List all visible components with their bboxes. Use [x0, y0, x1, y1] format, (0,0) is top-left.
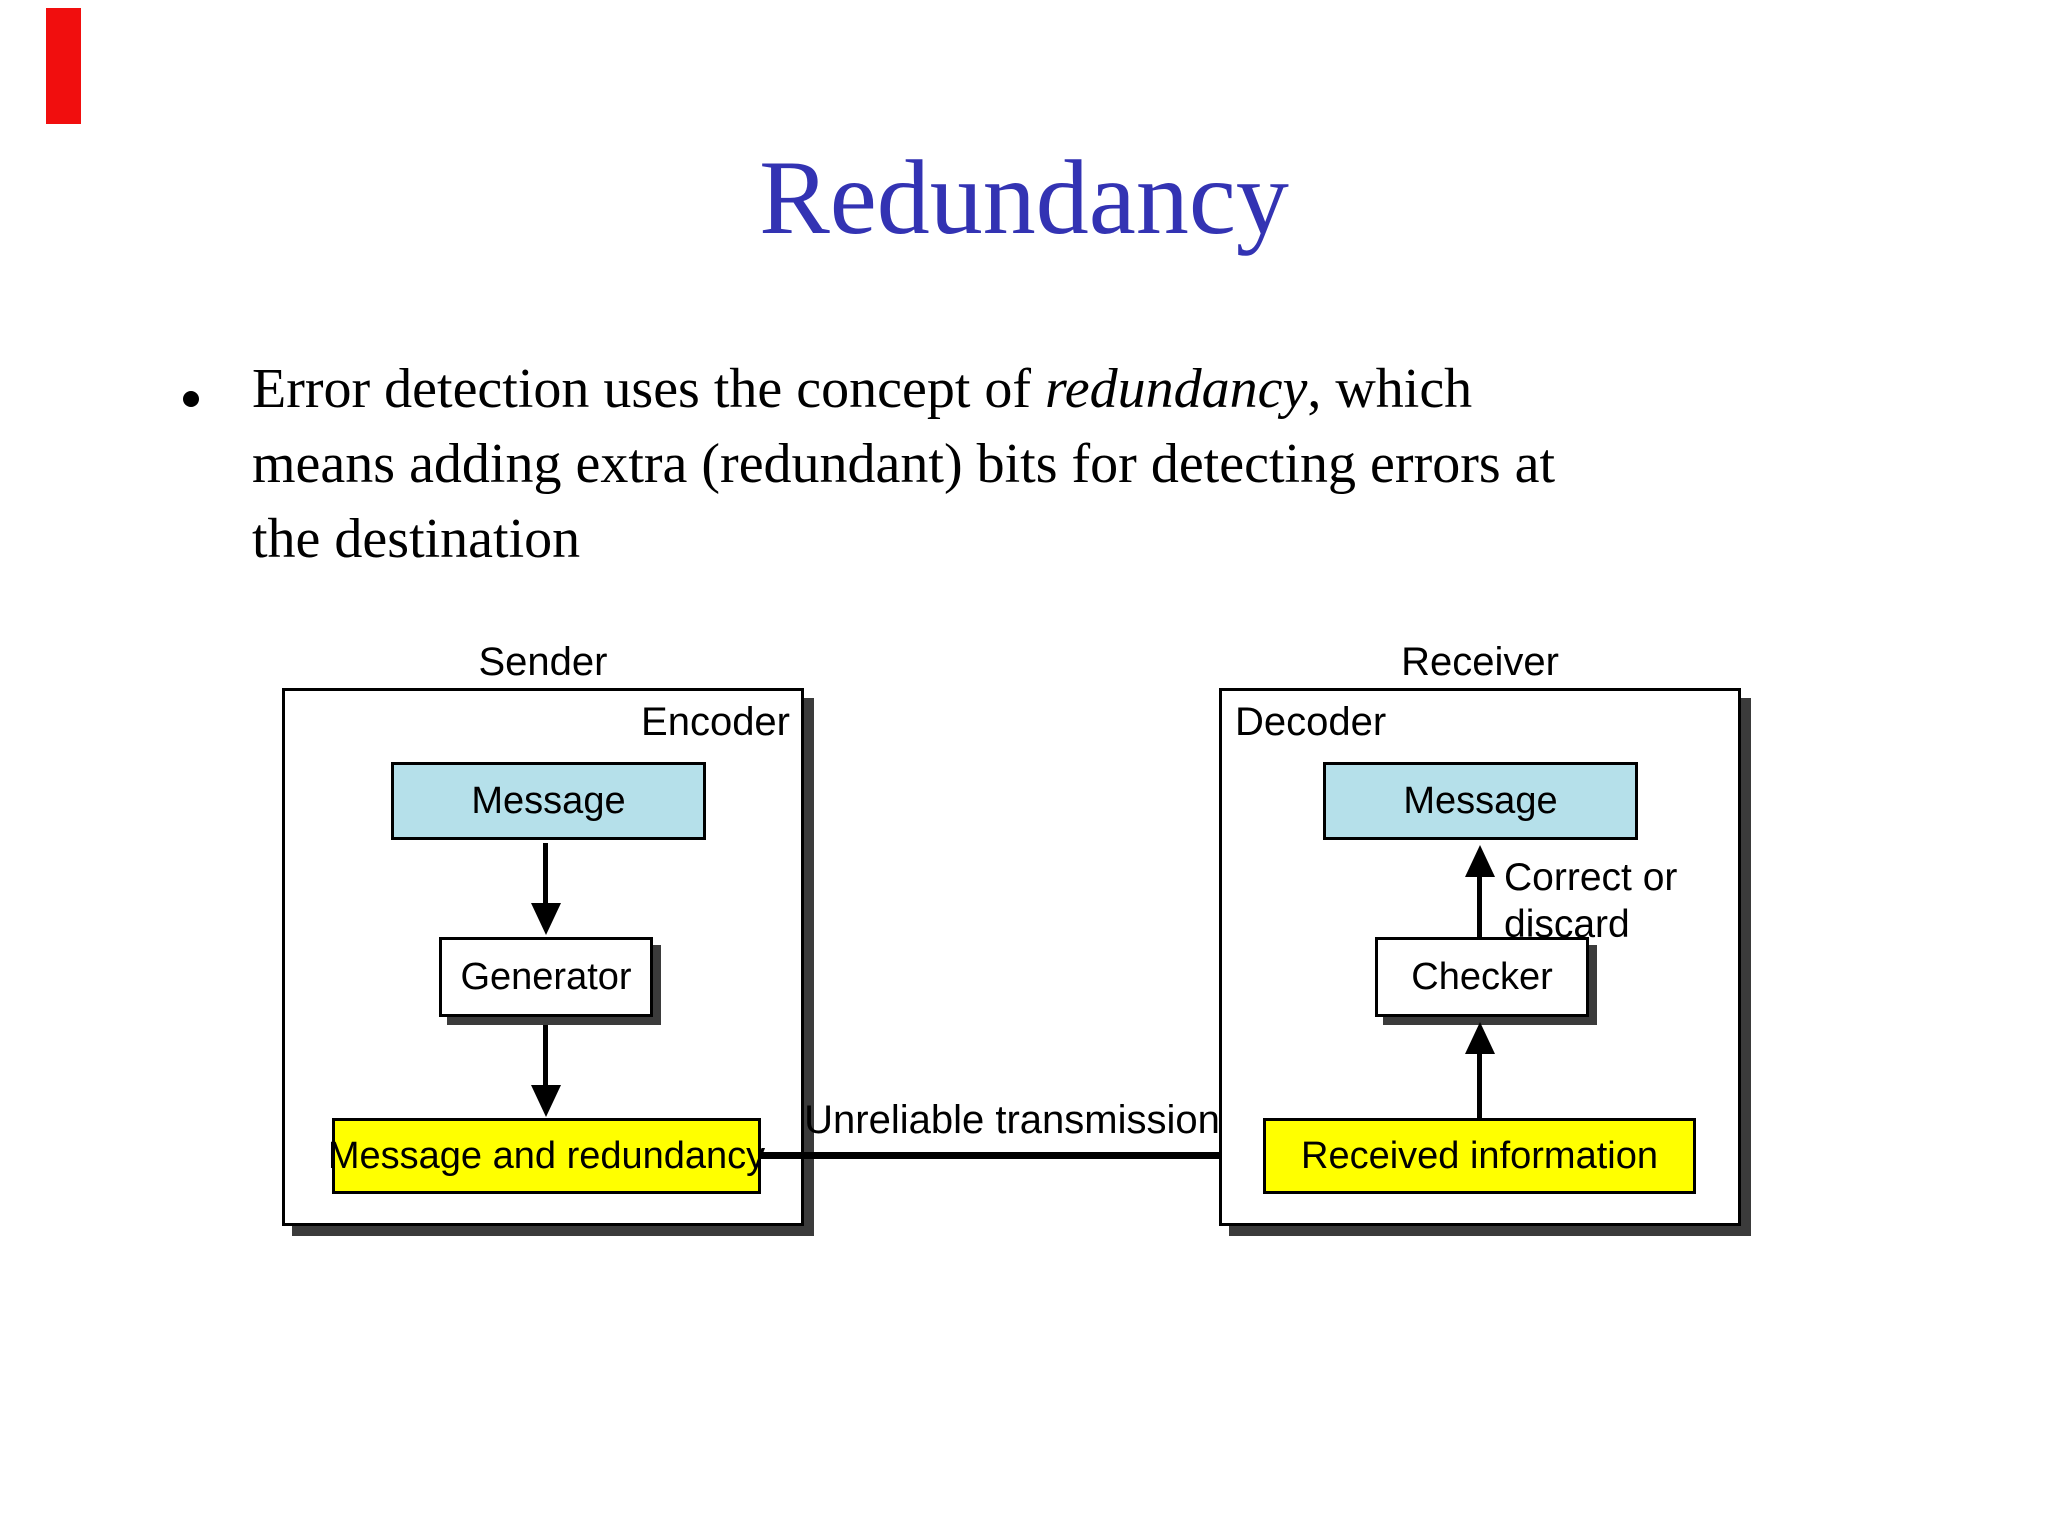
- bullet-dot-icon: [183, 391, 199, 407]
- bullet-line2: means adding extra (redundant) bits for …: [252, 433, 1556, 495]
- arrow-input-to-checker: [1477, 1052, 1482, 1118]
- encoder-label: Encoder: [641, 700, 790, 744]
- bullet-line1-pre: Error detection uses the concept of: [252, 358, 1046, 420]
- sender-output-label: Message and redundancy: [327, 1134, 766, 1177]
- receiver-input-label: Received information: [1301, 1134, 1658, 1177]
- sender-output-box: Message and redundancy: [328, 1118, 765, 1194]
- bullet-line1-italic: redundancy: [1045, 358, 1308, 420]
- bullet-line3: the destination: [252, 508, 581, 570]
- sender-title: Sender: [478, 640, 608, 684]
- decoder-label: Decoder: [1235, 700, 1387, 744]
- receiver-message-box: Message: [1323, 762, 1638, 840]
- checker-label: Checker: [1411, 955, 1553, 998]
- receiver-message-label: Message: [1403, 779, 1558, 822]
- arrowhead-up-icon: [1465, 1022, 1495, 1054]
- arrow-generator-to-output: [543, 1025, 548, 1087]
- bullet-line1-post: , which: [1307, 358, 1473, 420]
- generator-box: Generator: [439, 937, 653, 1017]
- page-title: Redundancy: [759, 139, 1289, 256]
- sender-message-box: Message: [391, 762, 706, 840]
- channel-label: Unreliable transmission: [804, 1098, 1220, 1142]
- decision-label: Correct or discard: [1504, 854, 1677, 948]
- accent-bar: [46, 8, 81, 124]
- arrowhead-up-icon: [1465, 845, 1495, 877]
- bullet-paragraph: Error detection uses the concept of redu…: [252, 352, 1952, 577]
- sender-message-label: Message: [471, 779, 626, 822]
- generator-label: Generator: [460, 955, 632, 998]
- decision-line1: Correct or: [1504, 856, 1678, 899]
- arrow-unreliable-transmission: [758, 1152, 1236, 1159]
- receiver-input-box: Received information: [1263, 1118, 1696, 1194]
- arrow-checker-to-message: [1477, 875, 1482, 937]
- receiver-title: Receiver: [1401, 640, 1559, 684]
- arrowhead-down-icon: [531, 903, 561, 935]
- checker-box: Checker: [1375, 937, 1589, 1017]
- arrowhead-down-icon: [531, 1085, 561, 1117]
- arrow-message-to-generator: [543, 843, 548, 907]
